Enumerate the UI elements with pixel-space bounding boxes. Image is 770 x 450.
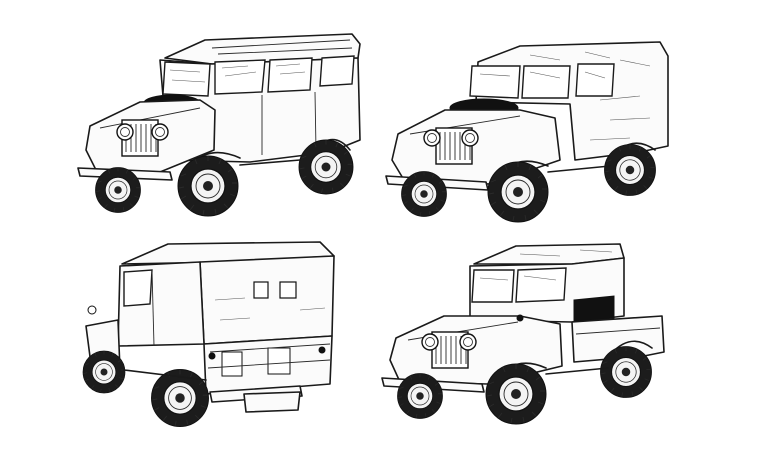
canvas-tilt-vehicle-icon (385, 41, 669, 223)
canvas-tilt-rear-vehicle-icon (82, 241, 335, 428)
station-wagon-vehicle-icon (77, 33, 361, 217)
pickup-cab-vehicle-icon (381, 243, 665, 425)
